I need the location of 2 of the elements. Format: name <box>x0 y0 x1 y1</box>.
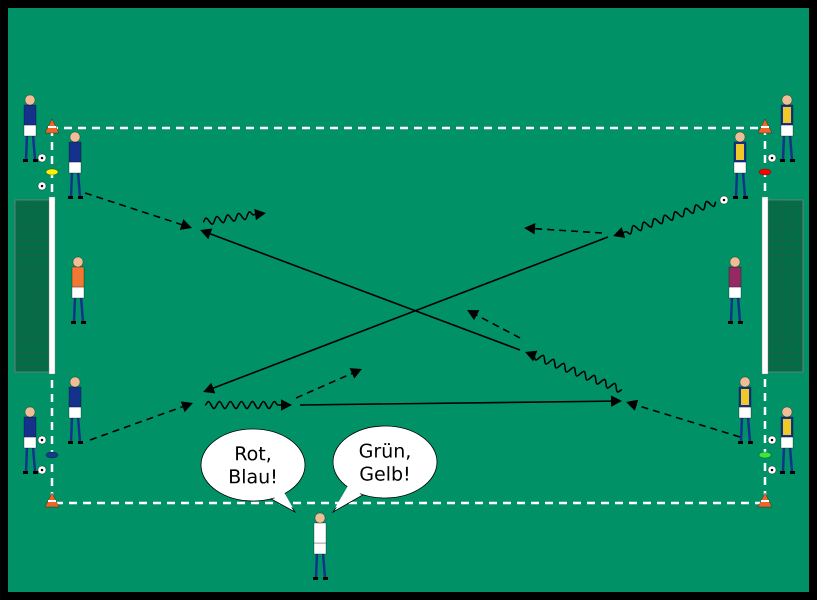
speech-bubble: Rot, Blau! <box>200 428 306 514</box>
speech-bubble: Grün, Gelb! <box>332 426 438 514</box>
